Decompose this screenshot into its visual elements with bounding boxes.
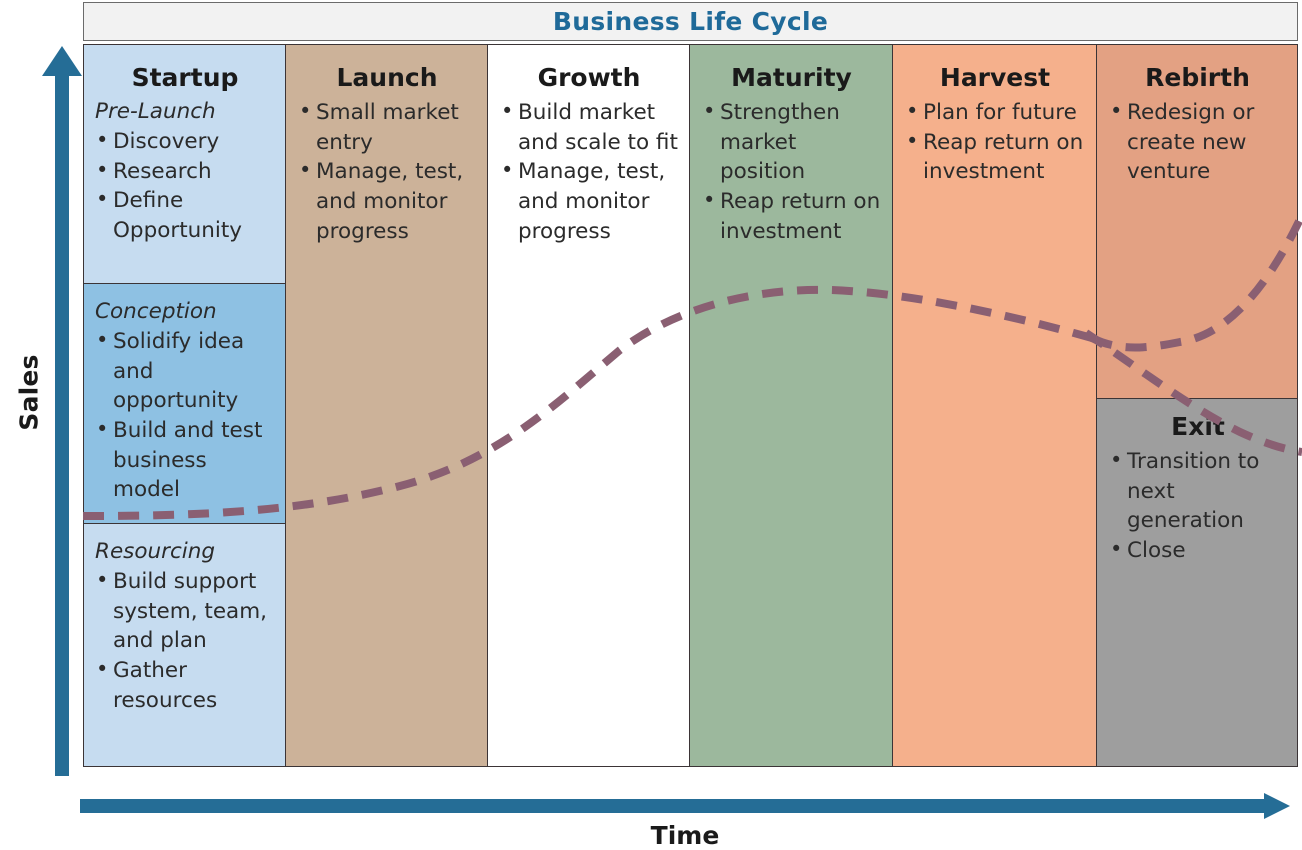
bullet-list-resourcing: Build support system, team, and plan Gat…	[93, 566, 277, 715]
startup-band-resourcing: Resourcing Build support system, team, a…	[84, 524, 285, 766]
list-item: Build support system, team, and plan	[93, 566, 277, 656]
bullet-list-launch: Small market entry Manage, test, and mon…	[296, 97, 478, 246]
x-axis-shaft	[80, 799, 1264, 813]
band-subtitle-resourcing: Resourcing	[95, 539, 216, 564]
bullet-list-rebirth: Redesign or create new venture	[1107, 97, 1288, 187]
x-axis: Time	[80, 793, 1290, 850]
list-item: Reap return on investment	[903, 127, 1087, 187]
list-item: Research	[93, 156, 277, 187]
stage-title-rebirth: Rebirth	[1145, 63, 1250, 92]
stage-title-launch: Launch	[336, 63, 438, 92]
list-item: Transition to next generation	[1107, 446, 1289, 536]
x-axis-arrow-icon	[1264, 793, 1290, 819]
list-item: Strengthen market position	[700, 97, 883, 187]
startup-band-pre-launch: Startup Pre-Launch Discovery Research De…	[84, 45, 285, 284]
stage-title-harvest: Harvest	[939, 63, 1051, 92]
list-item: Manage, test, and monitor progress	[296, 156, 478, 246]
list-item: Define Opportunity	[93, 185, 277, 245]
list-item: Close	[1107, 535, 1289, 566]
stage-column-harvest[interactable]: Harvest Plan for future Reap return on i…	[892, 44, 1097, 767]
list-item: Small market entry	[296, 97, 478, 157]
y-axis-shaft	[55, 72, 69, 776]
stage-title-growth: Growth	[537, 63, 641, 92]
startup-band-conception: Conception Solidify idea and opportunity…	[84, 284, 285, 524]
bullet-list-exit: Transition to next generation Close	[1107, 446, 1289, 566]
stage-title-maturity: Maturity	[731, 63, 852, 92]
bullet-list-conception: Solidify idea and opportunity Build and …	[93, 326, 277, 505]
list-item: Manage, test, and monitor progress	[498, 156, 680, 246]
band-subtitle-conception: Conception	[95, 299, 217, 324]
bullet-list-growth: Build market and scale to fit Manage, te…	[498, 97, 680, 246]
bullet-list-harvest: Plan for future Reap return on investmen…	[903, 97, 1087, 187]
y-axis	[42, 46, 82, 776]
band-subtitle-pre-launch: Pre-Launch	[95, 99, 216, 124]
stage-column-startup[interactable]: Startup Pre-Launch Discovery Research De…	[83, 44, 286, 767]
stage-column-maturity[interactable]: Maturity Strengthen market position Reap…	[689, 44, 893, 767]
list-item: Reap return on investment	[700, 186, 883, 246]
bullet-list-pre-launch: Discovery Research Define Opportunity	[93, 126, 277, 246]
page-title: Business Life Cycle	[552, 7, 829, 36]
stage-column-rebirth[interactable]: Rebirth Redesign or create new venture E…	[1096, 44, 1298, 767]
stage-box-exit[interactable]: Exit Transition to next generation Close	[1097, 398, 1297, 766]
y-axis-label: Sales	[14, 354, 44, 431]
stage-columns: Startup Pre-Launch Discovery Research De…	[83, 44, 1298, 767]
list-item: Build market and scale to fit	[498, 97, 680, 157]
stage-column-growth[interactable]: Growth Build market and scale to fit Man…	[487, 44, 690, 767]
stage-column-launch[interactable]: Launch Small market entry Manage, test, …	[285, 44, 488, 767]
list-item: Solidify idea and opportunity	[93, 326, 277, 416]
stage-title-exit: Exit	[1171, 412, 1225, 441]
list-item: Discovery	[93, 126, 277, 157]
list-item: Plan for future	[903, 97, 1087, 128]
chart-title-banner: Business Life Cycle	[83, 2, 1298, 41]
x-axis-label: Time	[650, 821, 720, 850]
list-item: Redesign or create new venture	[1107, 97, 1288, 187]
bullet-list-maturity: Strengthen market position Reap return o…	[700, 97, 883, 246]
y-axis-arrow-icon	[42, 46, 82, 76]
list-item: Gather resources	[93, 655, 277, 715]
stage-title-startup: Startup	[131, 63, 239, 92]
list-item: Build and test business model	[93, 415, 277, 505]
